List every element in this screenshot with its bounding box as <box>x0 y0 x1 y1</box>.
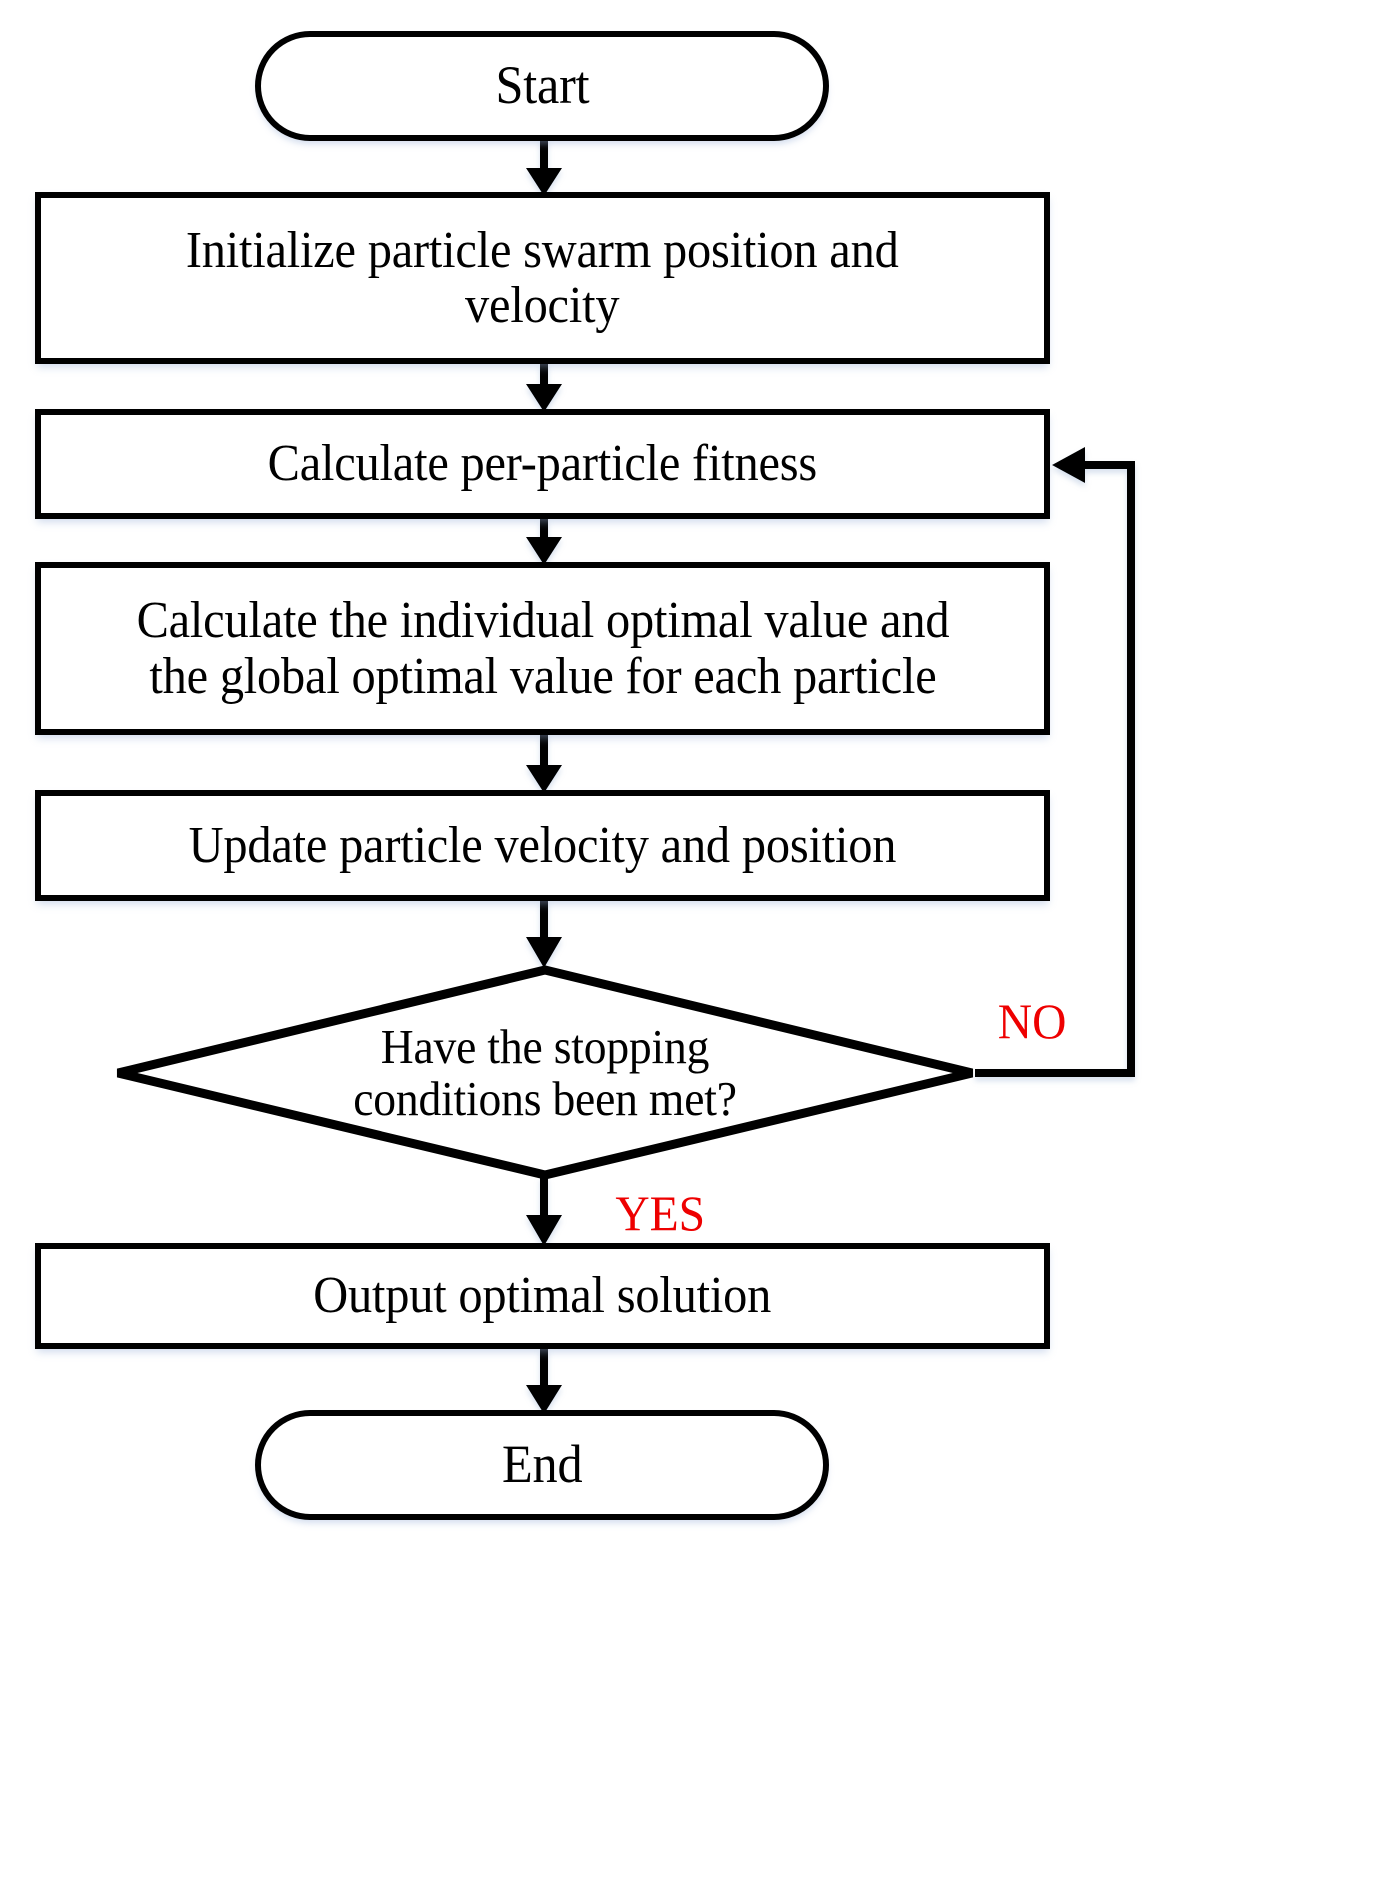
node-output-solution[interactable]: Output optimal solution <box>35 1243 1050 1349</box>
node-calculate-fitness[interactable]: Calculate per-particle fitness <box>35 409 1050 519</box>
node-decision-stopping-conditions[interactable]: Have the stopping conditions been met? <box>113 965 977 1180</box>
decision-label-line-1: Have the stopping <box>380 1018 710 1074</box>
edge-label-no: NO <box>997 993 1067 1049</box>
node-decision-label: Have the stopping conditions been met? <box>143 965 947 1180</box>
decision-label-line-2: conditions been met? <box>353 1070 737 1126</box>
node-calculate-fitness-label: Calculate per-particle fitness <box>267 435 818 493</box>
node-update-particle-label: Update particle velocity and position <box>188 816 897 874</box>
node-output-solution-label: Output optimal solution <box>313 1267 772 1325</box>
node-end[interactable]: End <box>255 1410 829 1520</box>
node-end-label: End <box>501 1434 583 1495</box>
node-calculate-optimal[interactable]: Calculate the individual optimal value a… <box>35 562 1050 735</box>
edge-label-yes: YES <box>615 1185 706 1241</box>
node-calculate-optimal-label: Calculate the individual optimal value a… <box>136 592 949 705</box>
node-initialize-label: Initialize particle swarm position and v… <box>186 221 899 334</box>
decision-diamond-shape <box>116 965 974 1180</box>
node-initialize[interactable]: Initialize particle swarm position and v… <box>35 192 1050 364</box>
node-start[interactable]: Start <box>255 31 829 141</box>
node-start-label: Start <box>495 55 589 116</box>
node-update-particle[interactable]: Update particle velocity and position <box>35 790 1050 901</box>
